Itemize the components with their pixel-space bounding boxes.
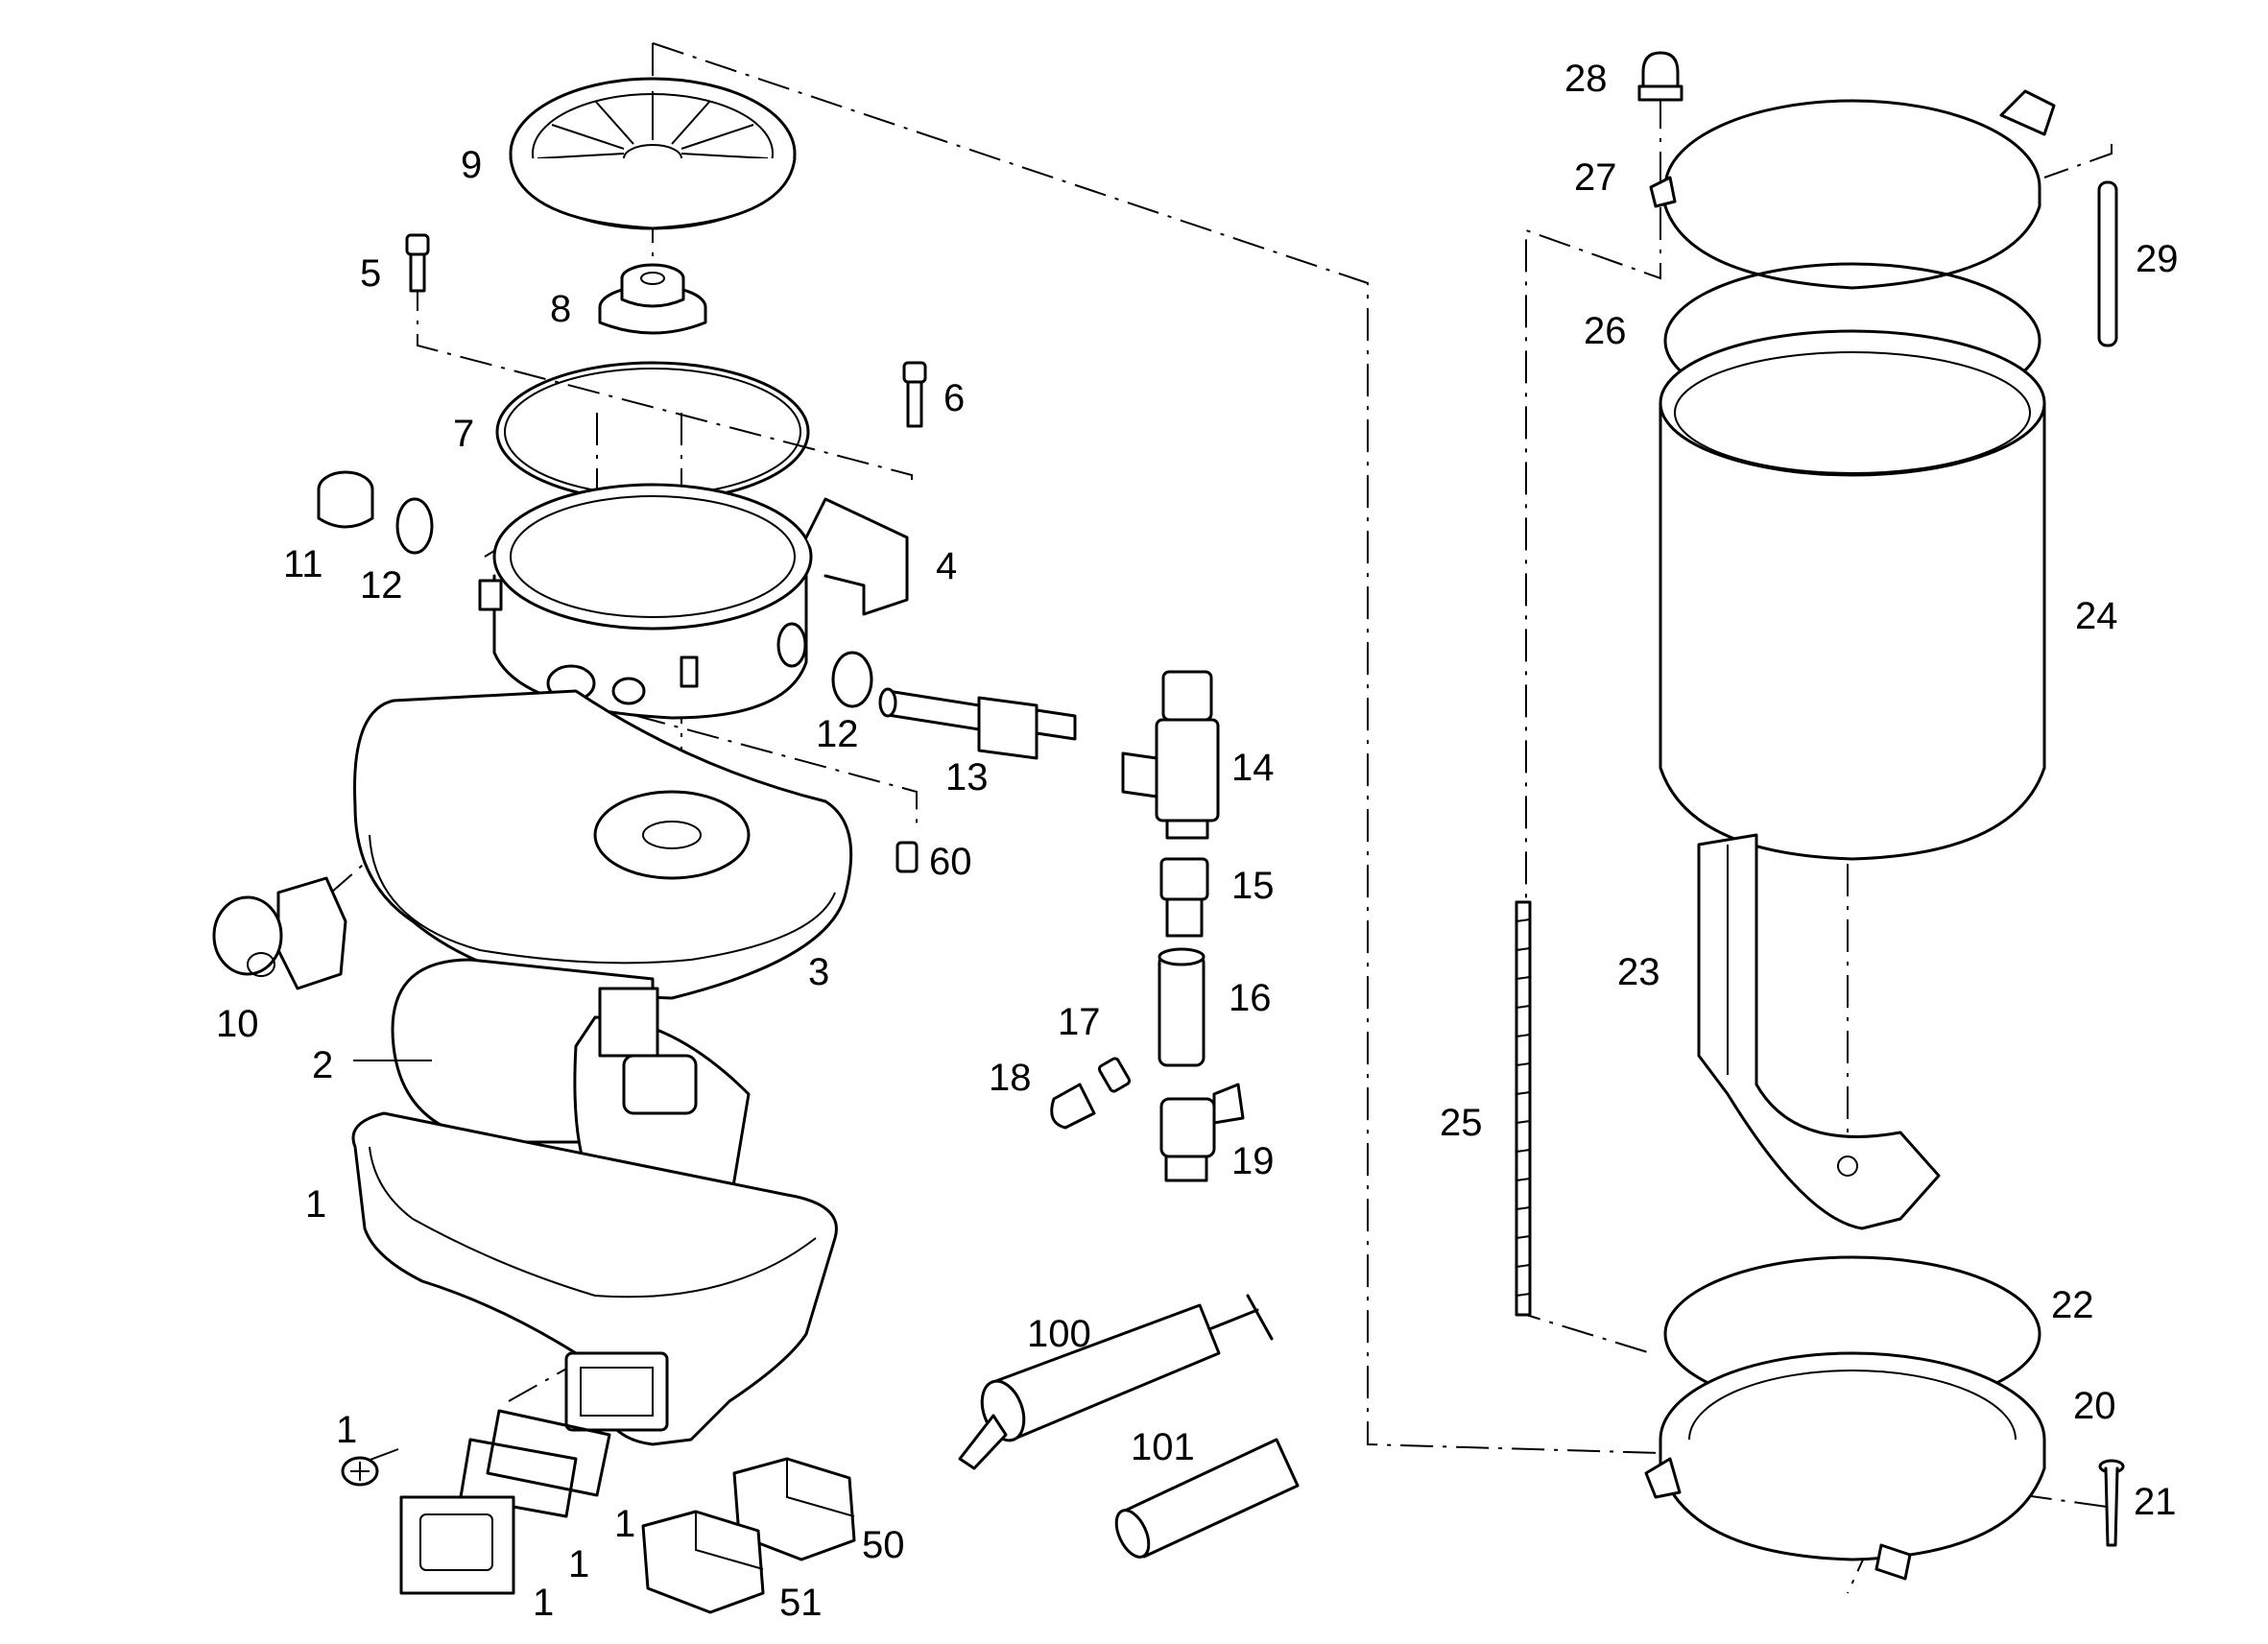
label-part-7: 7: [453, 413, 475, 455]
part-21-screw: [2098, 1459, 2125, 1547]
part-101-cartridge: [1114, 1438, 1300, 1559]
part-17-nipple: [1097, 1057, 1132, 1093]
label-part-29: 29: [2136, 238, 2179, 280]
label-part-28: 28: [1564, 58, 1608, 100]
label-part-3: 3: [808, 951, 830, 993]
part-6-screw: [902, 361, 927, 428]
part-9-cover-disc: [509, 77, 797, 230]
part-1-gasket-b: [399, 1495, 515, 1595]
label-part-11: 11: [283, 543, 323, 585]
part-12-oring-lower: [831, 651, 873, 708]
label-part-20: 20: [2073, 1385, 2116, 1427]
label-part-8: 8: [550, 288, 572, 330]
label-part-15: 15: [1231, 865, 1275, 907]
part-27-reservoir-cover: [1649, 89, 2056, 290]
label-part-19: 19: [1231, 1140, 1275, 1182]
part-11-plug: [317, 470, 374, 529]
part-23-bracket: [1697, 833, 1941, 1230]
label-part-21: 21: [2134, 1481, 2177, 1523]
label-part-1-base: 1: [305, 1183, 327, 1226]
label-part-2: 2: [312, 1044, 334, 1086]
label-part-100: 100: [1027, 1313, 1091, 1355]
label-part-16: 16: [1229, 977, 1272, 1019]
part-60-grease-nipple: [895, 841, 919, 873]
label-part-22: 22: [2051, 1284, 2094, 1326]
part-29-rod: [2097, 180, 2118, 347]
label-part-18: 18: [989, 1057, 1032, 1099]
label-part-25: 25: [1440, 1102, 1483, 1144]
label-part-51: 51: [779, 1582, 823, 1624]
label-part-101: 101: [1131, 1426, 1195, 1468]
label-part-50: 50: [862, 1524, 905, 1566]
part-15-nipple: [1159, 857, 1209, 938]
part-5-screw: [405, 233, 430, 293]
label-part-6: 6: [943, 377, 966, 419]
label-part-12-lower: 12: [816, 713, 859, 755]
label-part-1-plate: 1: [614, 1503, 636, 1545]
part-13-valve: [878, 687, 1077, 760]
part-7-oring: [495, 361, 810, 503]
label-part-14: 14: [1231, 747, 1275, 789]
part-19-fitting: [1159, 1083, 1245, 1182]
part-1-gasket-a: [486, 1409, 611, 1497]
part-20-base-ring: [1644, 1351, 2046, 1581]
part-4-housing: [478, 483, 909, 720]
label-part-26: 26: [1584, 310, 1627, 352]
part-100-grease-gun: [958, 1294, 1274, 1470]
label-part-1-frame: 1: [533, 1582, 555, 1624]
part-25-threaded-rod: [1515, 900, 1532, 1317]
part-24-cylinder: [1659, 329, 2046, 861]
label-part-23: 23: [1617, 951, 1660, 993]
part-51-connector: [641, 1510, 765, 1614]
label-part-1-screw: 1: [336, 1409, 358, 1451]
part-16-coupling: [1158, 947, 1206, 1067]
part-10-filler-cap: [212, 876, 347, 990]
part-14-elbow: [1121, 670, 1220, 840]
part-1-base: [351, 1111, 838, 1446]
label-part-17: 17: [1058, 1001, 1101, 1043]
part-18-cap: [1050, 1083, 1096, 1130]
label-part-27: 27: [1574, 156, 1617, 199]
label-part-12-upper: 12: [360, 564, 403, 607]
label-part-24: 24: [2075, 595, 2118, 637]
part-28-cap-nut: [1637, 51, 1683, 102]
label-part-10: 10: [216, 1003, 259, 1045]
part-3-lid: [353, 689, 853, 1000]
label-part-60: 60: [929, 841, 972, 883]
label-part-4: 4: [936, 545, 958, 587]
label-part-5: 5: [360, 252, 382, 295]
part-1-screw-small: [341, 1456, 379, 1487]
label-part-13: 13: [945, 756, 989, 798]
label-part-9: 9: [461, 144, 483, 186]
label-part-1-gasket: 1: [568, 1543, 590, 1585]
part-12-oring-upper: [395, 497, 434, 555]
part-8-bearing: [598, 263, 707, 335]
